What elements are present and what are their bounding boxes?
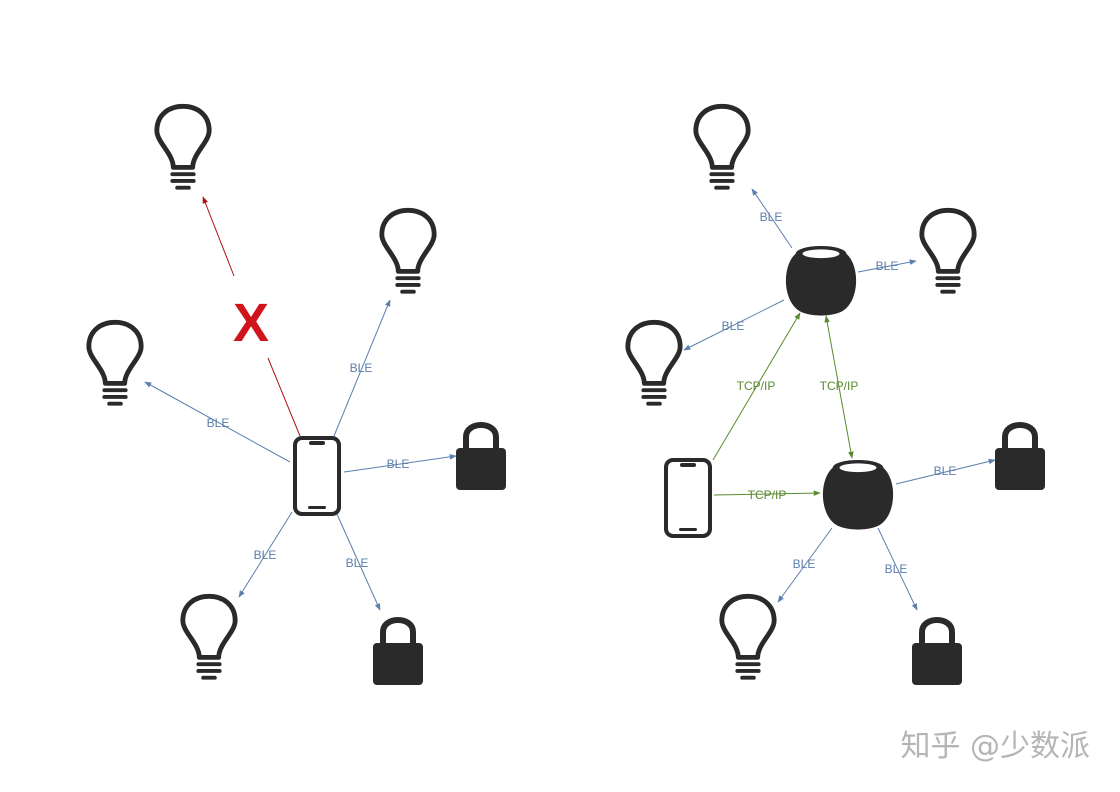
tcp-connection xyxy=(712,312,801,461)
ble-connection xyxy=(857,259,917,273)
blocked-connection-arrow xyxy=(202,196,235,277)
smartphone-icon xyxy=(664,458,712,538)
ble-label: BLE xyxy=(254,548,277,562)
lightbulb-icon xyxy=(628,322,680,405)
tcp-connection xyxy=(824,315,854,459)
lightbulb-icon xyxy=(157,106,209,189)
ble-connection xyxy=(877,527,918,611)
lock-icon xyxy=(912,620,962,685)
smart-speaker-icon xyxy=(785,245,857,316)
tcp-label: TCP/IP xyxy=(748,488,787,502)
lightbulb-icon xyxy=(89,322,141,405)
tcp-label: TCP/IP xyxy=(737,379,776,393)
ble-label: BLE xyxy=(722,319,745,333)
ble-connection xyxy=(343,454,457,473)
watermark-text: 知乎 @少数派 xyxy=(900,729,1090,764)
ble-label: BLE xyxy=(346,556,369,570)
ble-connection xyxy=(144,381,291,463)
lock-icon xyxy=(456,425,506,490)
ble-connection xyxy=(238,511,293,598)
lightbulb-icon xyxy=(183,596,235,679)
blocked-connection xyxy=(267,357,301,437)
ble-label: BLE xyxy=(876,259,899,273)
ble-connection xyxy=(683,299,785,351)
smartphone-icon xyxy=(293,436,341,516)
ble-connection xyxy=(335,511,381,611)
lock-icon xyxy=(373,620,423,685)
ble-label: BLE xyxy=(350,361,373,375)
ble-label: BLE xyxy=(934,464,957,478)
blocked-x-mark: X xyxy=(233,293,269,353)
tcp-label: TCP/IP xyxy=(820,379,859,393)
lightbulb-icon xyxy=(696,106,748,189)
ble-connection xyxy=(777,527,833,603)
left-diagram: X BLE BLE BLE BLE BLE xyxy=(89,106,506,685)
lightbulb-icon xyxy=(922,210,974,293)
ble-connection xyxy=(751,188,793,249)
smart-speaker-icon xyxy=(822,459,894,530)
ble-label: BLE xyxy=(885,562,908,576)
ble-label: BLE xyxy=(760,210,783,224)
lock-icon xyxy=(995,425,1045,490)
right-diagram: TCP/IP TCP/IP TCP/IP BLE BLE BLE BLE BLE… xyxy=(628,106,1045,685)
lightbulb-icon xyxy=(382,210,434,293)
ble-label: BLE xyxy=(387,457,410,471)
ble-connection xyxy=(895,458,996,485)
tcp-connection xyxy=(713,490,821,496)
ble-label: BLE xyxy=(793,557,816,571)
lightbulb-icon xyxy=(722,596,774,679)
ble-label: BLE xyxy=(207,416,230,430)
ble-connection xyxy=(333,299,391,437)
